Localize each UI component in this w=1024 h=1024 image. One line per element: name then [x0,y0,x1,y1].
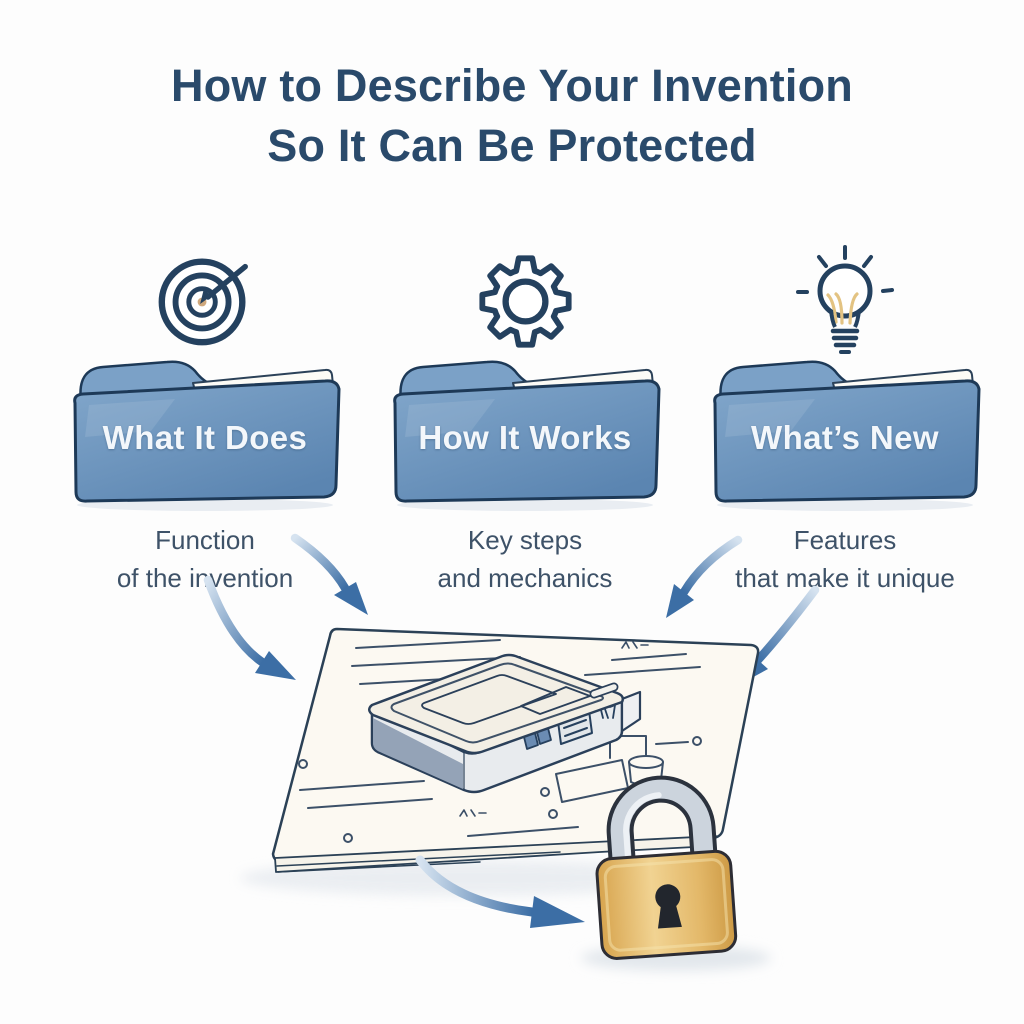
invention-device-sketch [368,653,642,794]
folder-graphic-what-it-does: What It Does [55,357,355,512]
target-icon-svg [158,258,248,346]
page-title-line1: How to Describe Your Invention [171,60,853,111]
description-line: that make it unique [735,562,955,593]
arrow-to-lock [415,855,585,928]
arrow-left-top [290,533,368,615]
column-how-it-works: How It Works Key steps and mechanics [375,245,675,597]
sketch-lines [298,639,702,843]
document-shadow [240,860,700,896]
lightbulb-icon-svg [796,245,894,354]
folder-graphic-how-it-works: How It Works [375,357,675,512]
folder-label: What It Does [102,419,308,456]
description-line: Features [793,525,897,555]
padlock-icon [595,775,738,960]
description-line: Key steps [467,525,583,555]
folder-label: What’s New [751,419,939,456]
column-whats-new: What’s New Features that make it unique [695,245,995,597]
arrow-right-top [666,535,743,618]
gear-icon [375,245,675,357]
arrow-left-bottom [203,575,296,680]
page-title: How to Describe Your Invention So It Can… [0,56,1024,176]
handwriting-marks [459,641,649,817]
lightbulb-icon [695,245,995,357]
page-title-line2: So It Can Be Protected [267,119,757,171]
target-icon [55,245,355,357]
folder-icon [393,360,661,511]
folder-icon [73,360,341,511]
description-how-it-works: Key steps and mechanics [375,522,675,597]
folder-label: How It Works [418,419,632,456]
column-what-it-does: What It Does Function of the invention [55,245,355,597]
folder-icon [713,360,981,511]
folder-graphic-whats-new: What’s New [695,357,995,512]
description-whats-new: Features that make it unique [695,522,995,597]
gear-icon-svg [478,254,572,348]
description-line: and mechanics [437,562,613,593]
description-line: Function [155,525,255,555]
